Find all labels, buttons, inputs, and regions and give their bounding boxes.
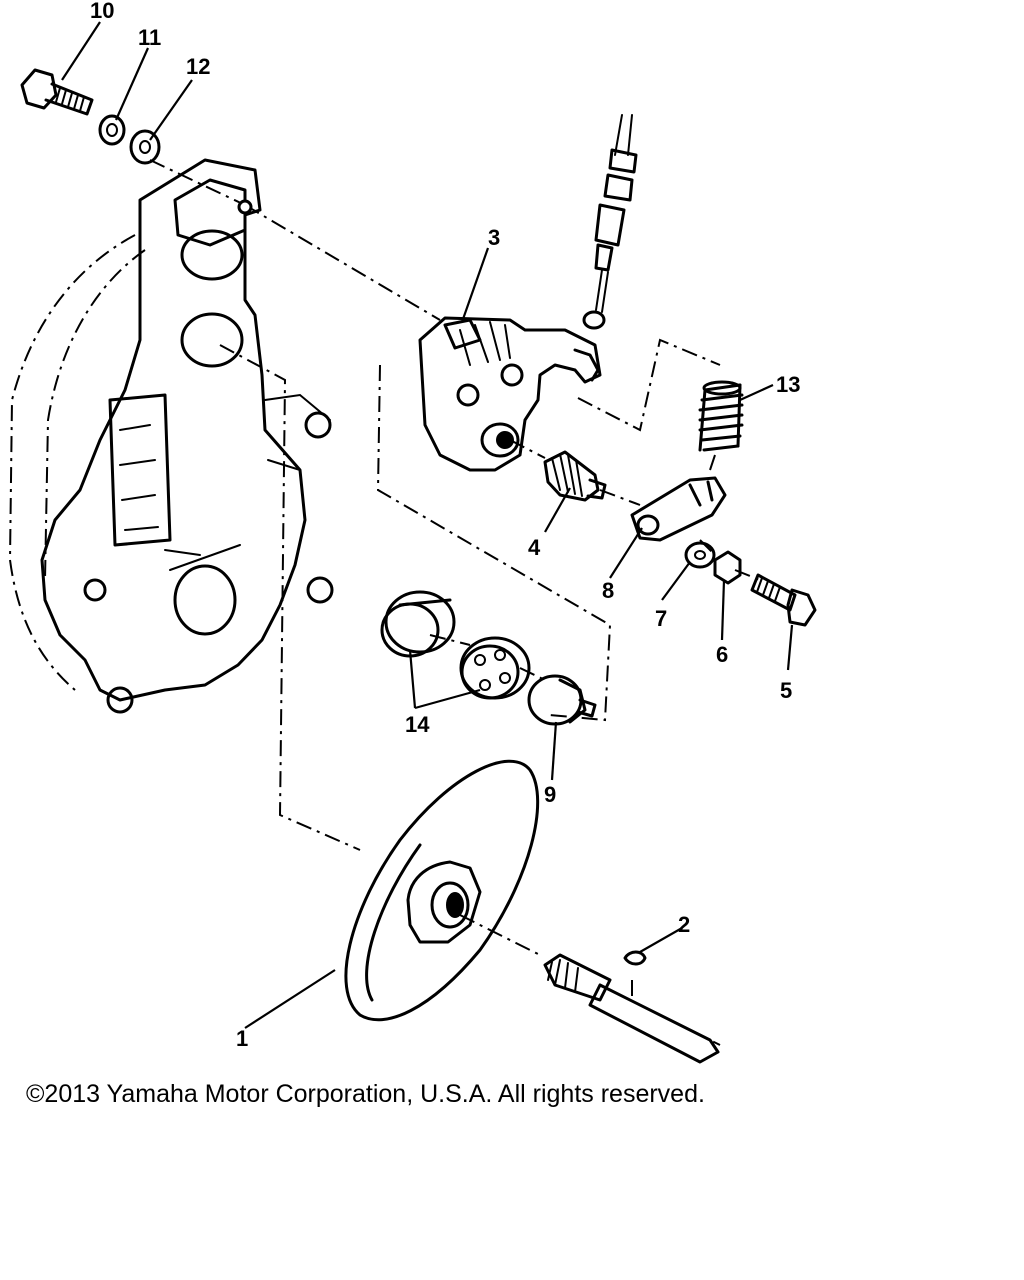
callout-4: 4 bbox=[528, 535, 541, 560]
callout-14: 14 bbox=[405, 712, 430, 737]
part-10-bolt bbox=[20, 68, 94, 116]
part-12-washer bbox=[129, 129, 161, 165]
callout-9: 9 bbox=[544, 782, 556, 807]
callout-10: 10 bbox=[90, 0, 114, 23]
part-7-washer bbox=[684, 541, 716, 569]
part-8-lever bbox=[630, 476, 727, 542]
callout-5: 5 bbox=[780, 678, 792, 703]
part-3-bracket bbox=[418, 316, 602, 472]
callout-3: 3 bbox=[488, 225, 500, 250]
callout-1: 1 bbox=[236, 1026, 248, 1051]
callout-13: 13 bbox=[776, 372, 800, 397]
callout-2: 2 bbox=[678, 912, 690, 937]
housing bbox=[8, 158, 334, 714]
part-5-bolt bbox=[750, 573, 817, 627]
callout-labels: 10 11 12 3 13 4 8 7 6 5 14 9 2 1 bbox=[90, 0, 800, 1051]
part-13-spring bbox=[698, 380, 744, 452]
part-2-key bbox=[623, 950, 647, 966]
part-4-screw bbox=[543, 450, 607, 502]
leader-lines bbox=[61, 21, 794, 1029]
callout-8: 8 bbox=[602, 578, 614, 603]
shaft bbox=[543, 953, 720, 1064]
part-11-lock-washer bbox=[98, 114, 126, 146]
part-14-diaphragm-set bbox=[380, 590, 531, 700]
exploded-parts-diagram: 10 11 12 3 13 4 8 7 6 5 14 9 2 1 bbox=[8, 0, 817, 1064]
callout-6: 6 bbox=[716, 642, 728, 667]
copyright-notice: ©2013 Yamaha Motor Corporation, U.S.A. A… bbox=[26, 1080, 705, 1108]
callout-12: 12 bbox=[186, 54, 210, 79]
part-1-sheave-disc bbox=[344, 759, 540, 1022]
callout-7: 7 bbox=[655, 606, 667, 631]
callout-11: 11 bbox=[138, 25, 161, 50]
throttle-cable bbox=[582, 114, 638, 330]
part-6-nut bbox=[713, 550, 742, 585]
